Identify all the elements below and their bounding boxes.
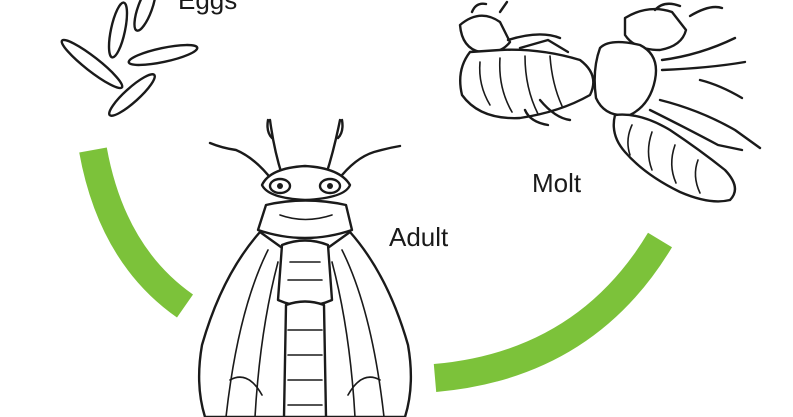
- cycle-arrow-right: [433, 232, 673, 392]
- label-adult: Adult: [389, 222, 449, 252]
- eggs-illustration: [60, 0, 199, 117]
- adult-cicada-illustration: [197, 118, 413, 417]
- label-molt: Molt: [532, 168, 582, 198]
- label-eggs: Eggs: [178, 0, 238, 15]
- cycle-arrow-left: [79, 147, 194, 318]
- molt-illustration: [458, 0, 762, 203]
